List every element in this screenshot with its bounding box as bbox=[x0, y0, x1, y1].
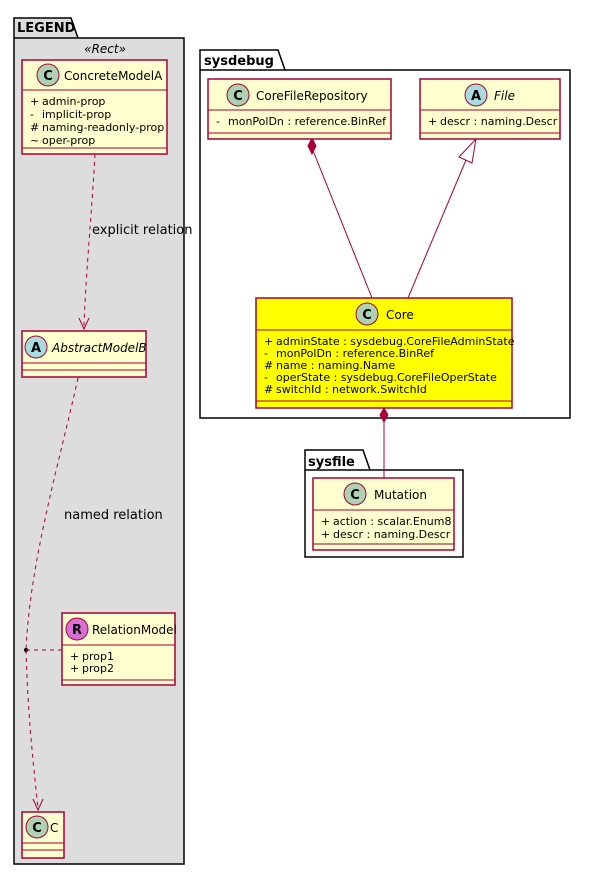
attr-name: name : naming.Name bbox=[276, 359, 396, 372]
explicit-relation-line bbox=[83, 153, 96, 327]
class-name: CoreFileRepository bbox=[256, 89, 368, 103]
attr-descr: descr : naming.Descr bbox=[440, 115, 558, 128]
svg-text:#: # bbox=[264, 359, 273, 372]
svg-text:+: + bbox=[321, 515, 330, 528]
attr-implicit-prop: implicit-prop bbox=[42, 108, 111, 121]
package-legend-label: LEGEND bbox=[17, 21, 76, 36]
svg-text:+: + bbox=[30, 95, 39, 108]
class-name: Mutation bbox=[374, 488, 427, 502]
attr-admin-prop: admin-prop bbox=[42, 95, 105, 108]
svg-text:-: - bbox=[264, 371, 268, 384]
attr-adminstate: adminState : sysdebug.CoreFileAdminState bbox=[276, 335, 515, 348]
named-relation-line-2 bbox=[25, 649, 39, 809]
class-core-file-repository: C CoreFileRepository - monPolDn : refere… bbox=[207, 78, 392, 140]
legend-stereotype: «Rect» bbox=[84, 42, 126, 56]
attr-monpoldn: monPolDn : reference.BinRef bbox=[228, 115, 387, 128]
attr-action: action : scalar.Enum8 bbox=[333, 515, 452, 528]
package-sysdebug-label: sysdebug bbox=[204, 54, 274, 69]
class-concrete-model-a: C ConcreteModelA + admin-prop - implicit… bbox=[21, 59, 168, 155]
svg-text:A: A bbox=[31, 341, 41, 356]
svg-text:+: + bbox=[70, 662, 79, 675]
svg-text:C: C bbox=[43, 69, 53, 84]
attr-naming-readonly-prop: naming-readonly-prop bbox=[42, 121, 164, 134]
class-name: ConcreteModelA bbox=[64, 69, 163, 83]
svg-text:-: - bbox=[30, 108, 34, 121]
composition-diamond-repo bbox=[307, 136, 317, 156]
inheritance-core-file bbox=[407, 159, 467, 299]
svg-text:-: - bbox=[264, 347, 268, 360]
attr-prop1: prop1 bbox=[82, 650, 114, 663]
class-c-icon bbox=[355, 302, 379, 326]
attr-descr: descr : naming.Descr bbox=[333, 528, 451, 541]
named-relation-line bbox=[25, 377, 79, 651]
attr-monpoldn: monPolDn : reference.BinRef bbox=[276, 347, 435, 360]
composition-repo-core bbox=[311, 147, 373, 299]
class-c-icon bbox=[36, 63, 60, 87]
composition-diamond-core bbox=[379, 406, 389, 424]
svg-text:#: # bbox=[264, 383, 273, 396]
class-c-icon bbox=[226, 83, 250, 107]
svg-text:A: A bbox=[471, 89, 481, 104]
svg-text:~: ~ bbox=[30, 134, 39, 147]
class-c-icon bbox=[25, 815, 49, 839]
svg-text:R: R bbox=[72, 623, 82, 638]
class-core: C Core + adminState : sysdebug.CoreFileA… bbox=[255, 297, 515, 409]
svg-text:+: + bbox=[70, 650, 79, 663]
named-relation-arrowhead bbox=[32, 798, 44, 812]
class-r-icon bbox=[65, 617, 89, 641]
explicit-relation-arrowhead bbox=[78, 317, 90, 331]
svg-text:+: + bbox=[264, 335, 273, 348]
class-a-icon bbox=[464, 83, 488, 107]
class-name: RelationModel bbox=[92, 623, 177, 637]
package-sysfile-label: sysfile bbox=[308, 455, 355, 470]
svg-text:#: # bbox=[30, 121, 39, 134]
svg-text:C: C bbox=[362, 308, 372, 323]
class-relation-model: R RelationModel + prop1 + prop2 bbox=[61, 612, 177, 686]
svg-text:C: C bbox=[350, 488, 360, 503]
class-abstract-model-b: A AbstractModelB bbox=[21, 330, 147, 378]
class-name: File bbox=[494, 89, 515, 103]
svg-text:C: C bbox=[32, 821, 42, 836]
class-c: C C bbox=[21, 811, 65, 859]
svg-text:+: + bbox=[321, 528, 330, 541]
class-c-icon bbox=[343, 482, 367, 506]
explicit-relation-label: explicit relation bbox=[92, 223, 192, 238]
attr-oper-prop: oper-prop bbox=[42, 134, 95, 147]
svg-text:+: + bbox=[428, 115, 437, 128]
relations bbox=[24, 136, 477, 812]
svg-text:-: - bbox=[216, 115, 220, 128]
class-name: Core bbox=[386, 308, 414, 322]
attr-operstate: operState : sysdebug.CoreFileOperState bbox=[276, 371, 497, 384]
named-relation-label: named relation bbox=[64, 508, 163, 523]
class-name: C bbox=[50, 821, 58, 835]
class-mutation: C Mutation + action : scalar.Enum8 + des… bbox=[312, 477, 455, 551]
attr-switchid: switchId : network.SwitchId bbox=[276, 383, 427, 396]
inheritance-triangle bbox=[458, 137, 477, 164]
svg-text:C: C bbox=[233, 89, 243, 104]
class-file: A File + descr : naming.Descr bbox=[419, 78, 561, 140]
class-name: AbstractModelB bbox=[51, 341, 147, 355]
class-a-icon bbox=[24, 335, 48, 359]
attr-prop2: prop2 bbox=[82, 662, 114, 675]
